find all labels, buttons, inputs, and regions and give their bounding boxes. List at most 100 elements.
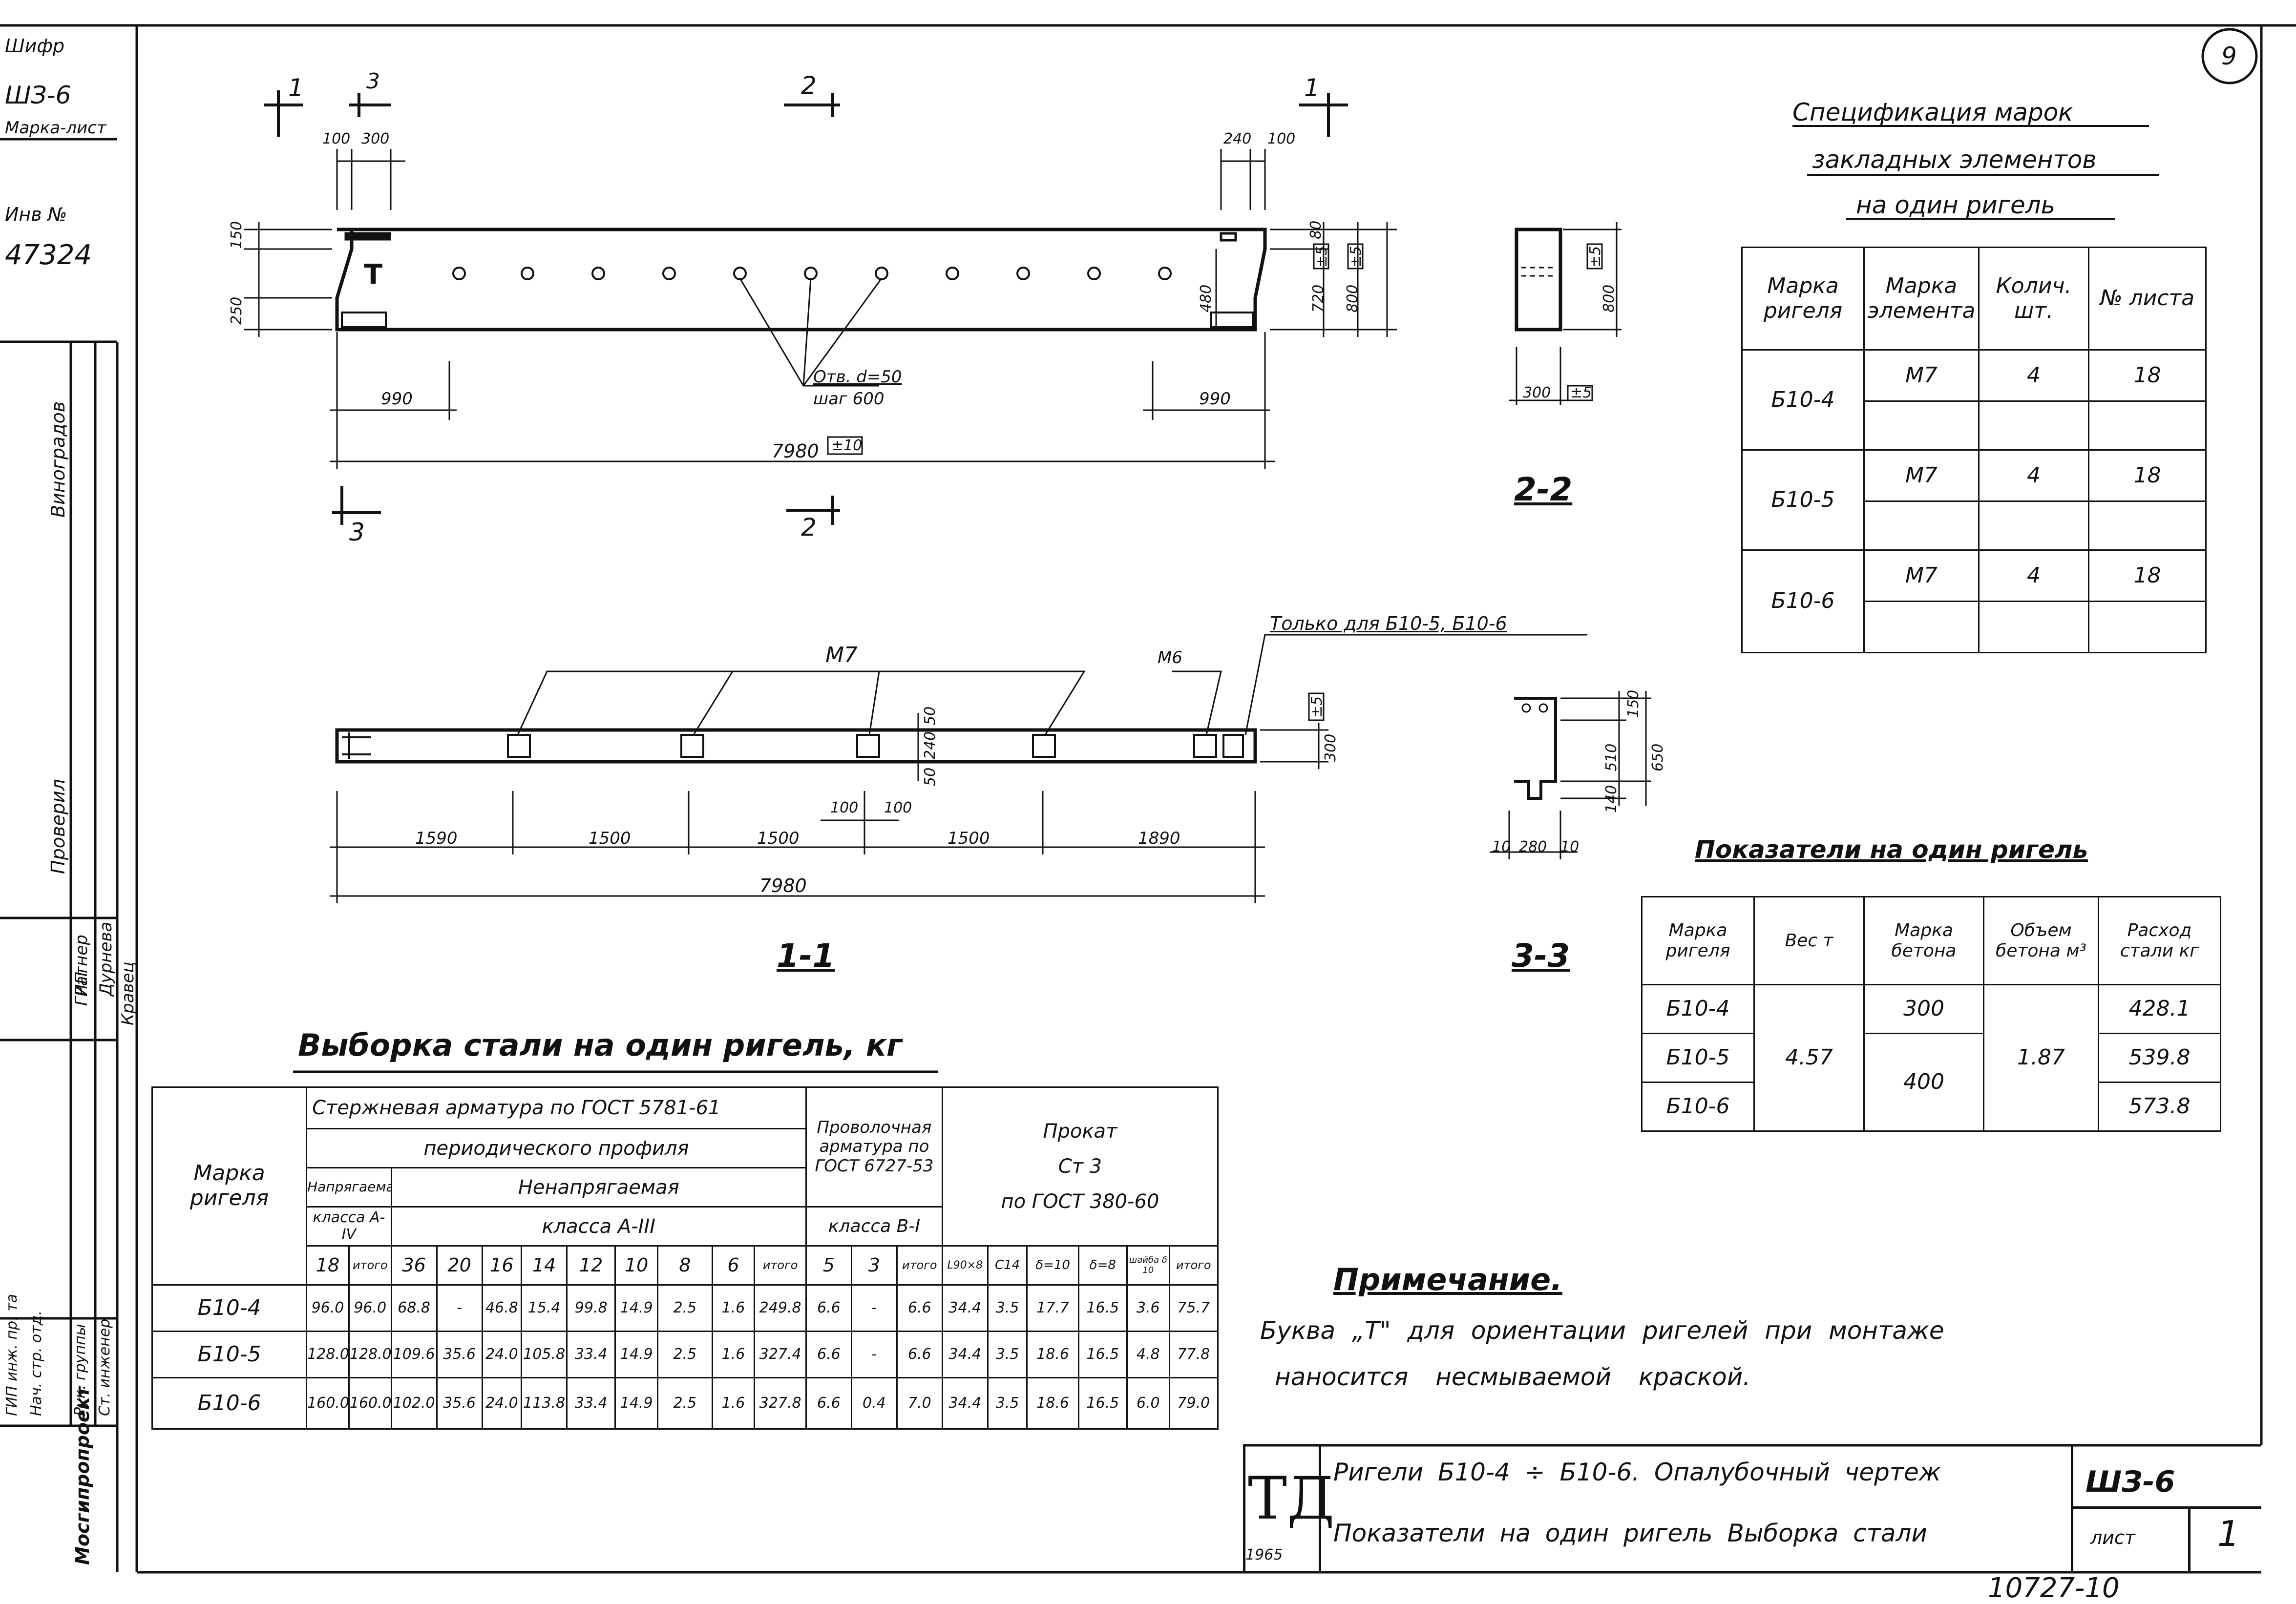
dim-800: 800 [1344, 284, 1361, 312]
hole-note: Отв. d=50 [813, 367, 902, 387]
steel-cell: 327.4 [754, 1331, 807, 1378]
section-mark-1-right: 1 [1304, 74, 1320, 102]
steel-cell: 79.0 [1168, 1377, 1219, 1430]
steel-cell: 1.6 [711, 1331, 756, 1378]
steel-row-mark: Б10-5 [151, 1331, 308, 1378]
ind-volume: 1.87 [1983, 984, 2099, 1132]
ind-steel: 428.1 [2098, 984, 2221, 1034]
steel-cell: 96.0 [348, 1284, 392, 1332]
ind-h-weight: Вес т [1753, 896, 1865, 985]
ind-h-steel: Расход стали кг [2098, 896, 2221, 985]
steel-row-mark: Б10-4 [151, 1284, 308, 1332]
steel-row-mark: Б10-6 [151, 1377, 308, 1430]
spec-h-qty: Колич. шт. [1978, 247, 2089, 351]
steel-row: Б10-5 128.0 128.0 109.6 35.6 24.0 105.8 … [151, 1331, 1219, 1378]
steel-cell: 18.6 [1026, 1377, 1079, 1430]
s22-dim-300-tol: ±5 [1570, 384, 1592, 401]
s22-label: 2-2 [1514, 471, 1573, 508]
tol-720: ±5 [1313, 246, 1330, 268]
title-code: ШЗ-6 [2085, 1465, 2175, 1499]
section-mark-3-top: 3 [366, 69, 380, 94]
role-st-inzhener: Ст. инженер [96, 1318, 113, 1416]
steel-cell: 3.5 [987, 1377, 1028, 1430]
name-vinogradov: Виноградов [47, 401, 69, 518]
steel-h-mark: Марка ригеля [151, 1086, 308, 1286]
steel-cell: 105.8 [521, 1331, 568, 1378]
spec-sheet: 18 [2088, 549, 2207, 602]
ind-steel: 573.8 [2098, 1082, 2221, 1132]
steel-cell: 6.6 [805, 1284, 852, 1332]
steel-cell: 33.4 [566, 1377, 616, 1430]
steel-h-wire: Проволочная арматура по ГОСТ 6727-53 [805, 1086, 943, 1208]
spec-qty: 4 [1978, 349, 2089, 402]
s33-dim-140: 140 [1603, 785, 1620, 813]
ind-h-mark: Марка ригеля [1641, 896, 1755, 985]
spec-h-mark: Марка ригеля [1741, 247, 1865, 351]
dim-990-right: 990 [1199, 389, 1231, 409]
s33-dim-10-a: 10 [1492, 838, 1511, 855]
plan-m6: М6 [1158, 648, 1182, 667]
steel-h-class-iii: класса А-III [390, 1206, 807, 1247]
steel-cell: 14.9 [614, 1331, 659, 1378]
steel-cell: 35.6 [436, 1377, 483, 1430]
dim-300-left: 300 [361, 130, 390, 147]
indicators-title: Показатели на один ригель [1695, 835, 2088, 864]
dim-480: 480 [1198, 284, 1215, 312]
steel-cell: 35.6 [436, 1331, 483, 1378]
note-line-2: наносится несмываемой краской. [1275, 1363, 1751, 1391]
dim-total-tol: ±10 [831, 437, 863, 454]
inv-value: 47324 [5, 239, 92, 271]
s33-dim-280: 280 [1519, 838, 1547, 855]
steel-row: Б10-4 96.0 96.0 68.8 - 46.8 15.4 99.8 14… [151, 1284, 1219, 1332]
title-list-value: 1 [2217, 1513, 2240, 1554]
dim-720: 720 [1310, 284, 1327, 312]
steel-cell: 16.5 [1077, 1284, 1128, 1332]
steel-cell: 1.6 [711, 1284, 756, 1332]
dim-150: 150 [228, 221, 245, 249]
steel-cell: 4.8 [1126, 1331, 1170, 1378]
steel-cell: 34.4 [941, 1377, 989, 1430]
steel-cell: 1.6 [711, 1377, 756, 1430]
footer-code: 10727-10 [1988, 1572, 2120, 1604]
plan-only-note: Только для Б10-5, Б10-6 [1270, 613, 1507, 634]
steel-cell: 18.6 [1026, 1331, 1079, 1378]
steel-table: Марка ригеля Стержневая арматура по ГОСТ… [151, 1086, 1219, 1430]
s33-dim-10-b: 10 [1560, 838, 1580, 855]
steel-h-rod: Стержневая арматура по ГОСТ 5781-61 [306, 1086, 807, 1129]
plan-dim-1500-c: 1500 [948, 829, 990, 848]
steel-cell: 6.0 [1126, 1377, 1170, 1430]
spec-h-sheet: № листа [2088, 247, 2207, 351]
plan-total: 7980 [759, 875, 807, 896]
steel-cell: 34.4 [941, 1284, 989, 1332]
section-mark-3-bottom: 3 [349, 518, 365, 546]
steel-cell: 2.5 [657, 1331, 713, 1378]
dim-250: 250 [228, 296, 245, 325]
note-line-1: Буква „Т" для ориентации ригелей при мон… [1260, 1316, 1944, 1345]
steel-sub: 18 [306, 1245, 350, 1286]
steel-sub: 20 [436, 1245, 483, 1286]
spec-sheet: 18 [2088, 449, 2207, 502]
steel-h-rolled-2: Ст 3 [1058, 1155, 1102, 1178]
plan-dim-50-a: 50 [922, 706, 939, 725]
steel-cell: 14.9 [614, 1377, 659, 1430]
title-year: 1965 [1245, 1546, 1283, 1563]
steel-cell: 24.0 [481, 1377, 523, 1430]
ind-h-volume: Объем бетона м³ [1983, 896, 2099, 985]
steel-cell: - [850, 1284, 898, 1332]
steel-cell: 113.8 [521, 1377, 568, 1430]
s33-label: 3-3 [1512, 937, 1570, 975]
steel-sub: 8 [657, 1245, 713, 1286]
plan-m7: М7 [825, 643, 858, 667]
steel-sub: шайба δ 10 [1126, 1245, 1170, 1286]
plan-dim-50-b: 50 [922, 767, 939, 786]
steel-sub: итого [754, 1245, 807, 1286]
steel-cell: 2.5 [657, 1284, 713, 1332]
spec-table: Марка ригеля Марка элемента Колич. шт. №… [1741, 247, 2207, 653]
plan-tol: ±5 [1308, 696, 1326, 718]
steel-h-rolled-3: по ГОСТ 380-60 [1001, 1190, 1159, 1213]
steel-cell: 46.8 [481, 1284, 523, 1332]
section-mark-2-bottom: 2 [801, 513, 817, 542]
steel-sub: L90×8 [941, 1245, 989, 1286]
